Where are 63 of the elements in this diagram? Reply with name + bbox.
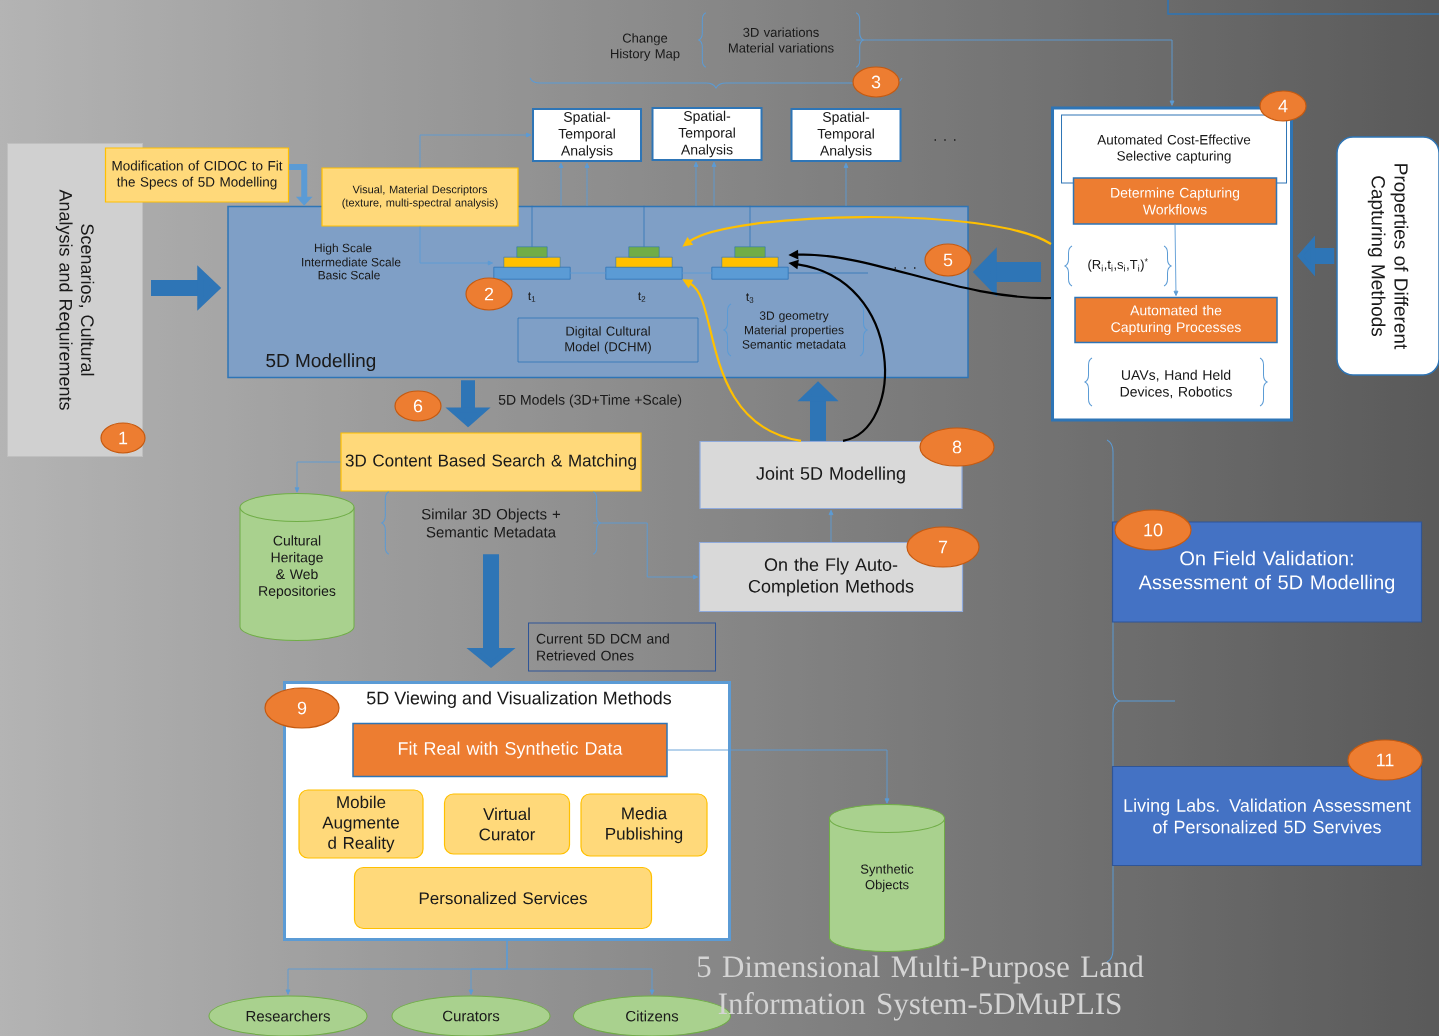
arrow — [419, 132, 532, 168]
service-box: Media Publishing — [580, 793, 708, 857]
process-box: Fit Real with Synthetic Data — [352, 722, 668, 778]
note-box: Current 5D DCM and Retrieved Ones — [528, 622, 716, 672]
note-box: Modification of CIDOC to Fit the Specs of 5D Modelling — [104, 147, 290, 203]
ellipsis: . . . — [894, 267, 916, 269]
number-badge: 10 — [1114, 509, 1192, 551]
block-arrow — [289, 164, 313, 206]
number-badge: 5 — [924, 243, 972, 277]
process-box: Automated the Capturing Processes — [1074, 296, 1278, 344]
bracketed-note: 3D geometry Material properties Semantic metadata — [723, 303, 868, 357]
analysis-box: Spatial-Temporal Analysis — [651, 107, 763, 161]
bracketed-note: 3D variations Material variations — [698, 12, 864, 68]
arrow — [843, 162, 849, 207]
arrow — [584, 162, 590, 207]
layer-stack — [493, 246, 571, 280]
scale-label: Basic Scale — [318, 270, 380, 280]
number-badge: 8 — [919, 427, 995, 467]
analysis-box: Spatial-Temporal Analysis — [790, 108, 902, 162]
arrow — [419, 226, 494, 266]
number-badge: 7 — [906, 526, 980, 568]
number-badge: 3 — [852, 66, 900, 98]
service-box: Mobile Augmente d Reality — [298, 789, 424, 859]
bracketed-note: UAVs, Hand Held Devices, Robotics — [1084, 357, 1268, 407]
annotation-text: Change History Map — [611, 33, 680, 61]
arrow — [828, 509, 834, 543]
arrow — [1173, 224, 1179, 297]
input-box: Properties of Different Capturing Methods — [1336, 136, 1439, 376]
analysis-box: Spatial-Temporal Analysis — [532, 108, 642, 162]
bracketed-note: (R$_{i}$,t$_{i}$,s$_{i}$,T$_{i}$)$^{*}$ — [1064, 245, 1172, 287]
edge-label: 5D Models (3D+Time +Scale) — [498, 394, 682, 408]
layer-stack — [605, 246, 683, 280]
arrow — [294, 461, 341, 493]
service-box: Personalized Services — [353, 866, 653, 930]
service-box: Virtual Curator — [443, 793, 571, 855]
model-box: Digital Cultural Model (DCHM) — [517, 317, 699, 363]
database-cylinder: Synthetic Objects — [829, 804, 945, 952]
arrow — [592, 522, 699, 580]
number-badge: 1 — [100, 422, 146, 454]
time-label: t$_{1}$ — [528, 292, 536, 302]
database-cylinder: Cultural Heritage & Web Repositories — [239, 493, 355, 641]
number-badge: 11 — [1347, 739, 1423, 781]
number-badge: 4 — [1259, 90, 1307, 122]
time-label: t$_{2}$ — [638, 292, 646, 302]
arrow — [667, 749, 890, 804]
arrow — [693, 161, 699, 207]
number-badge: 2 — [465, 277, 513, 311]
process-box: Automated Cost-Effective Selective capturing — [1061, 114, 1287, 184]
arrow — [558, 162, 564, 207]
number-badge: 9 — [264, 687, 340, 729]
process-box: 3D Content Based Search & Matching — [340, 432, 642, 492]
arrow — [855, 39, 1175, 106]
scale-label: Intermediate Scale — [302, 257, 401, 267]
arrow — [711, 161, 717, 207]
layer-stack — [711, 246, 789, 280]
time-label: t$_{3}$ — [746, 293, 754, 303]
scale-label: High Scale — [315, 243, 372, 255]
ellipsis: . . . — [934, 139, 956, 141]
arrow — [506, 940, 655, 995]
note-box: Visual, Material Descriptors (texture, multi-spectral analysis) — [321, 167, 519, 227]
number-badge: 6 — [394, 390, 442, 422]
process-box: Determine Capturing Workflows — [1072, 177, 1278, 225]
bracketed-note: Similar 3D Objects + Semantic Metadata — [381, 491, 601, 555]
